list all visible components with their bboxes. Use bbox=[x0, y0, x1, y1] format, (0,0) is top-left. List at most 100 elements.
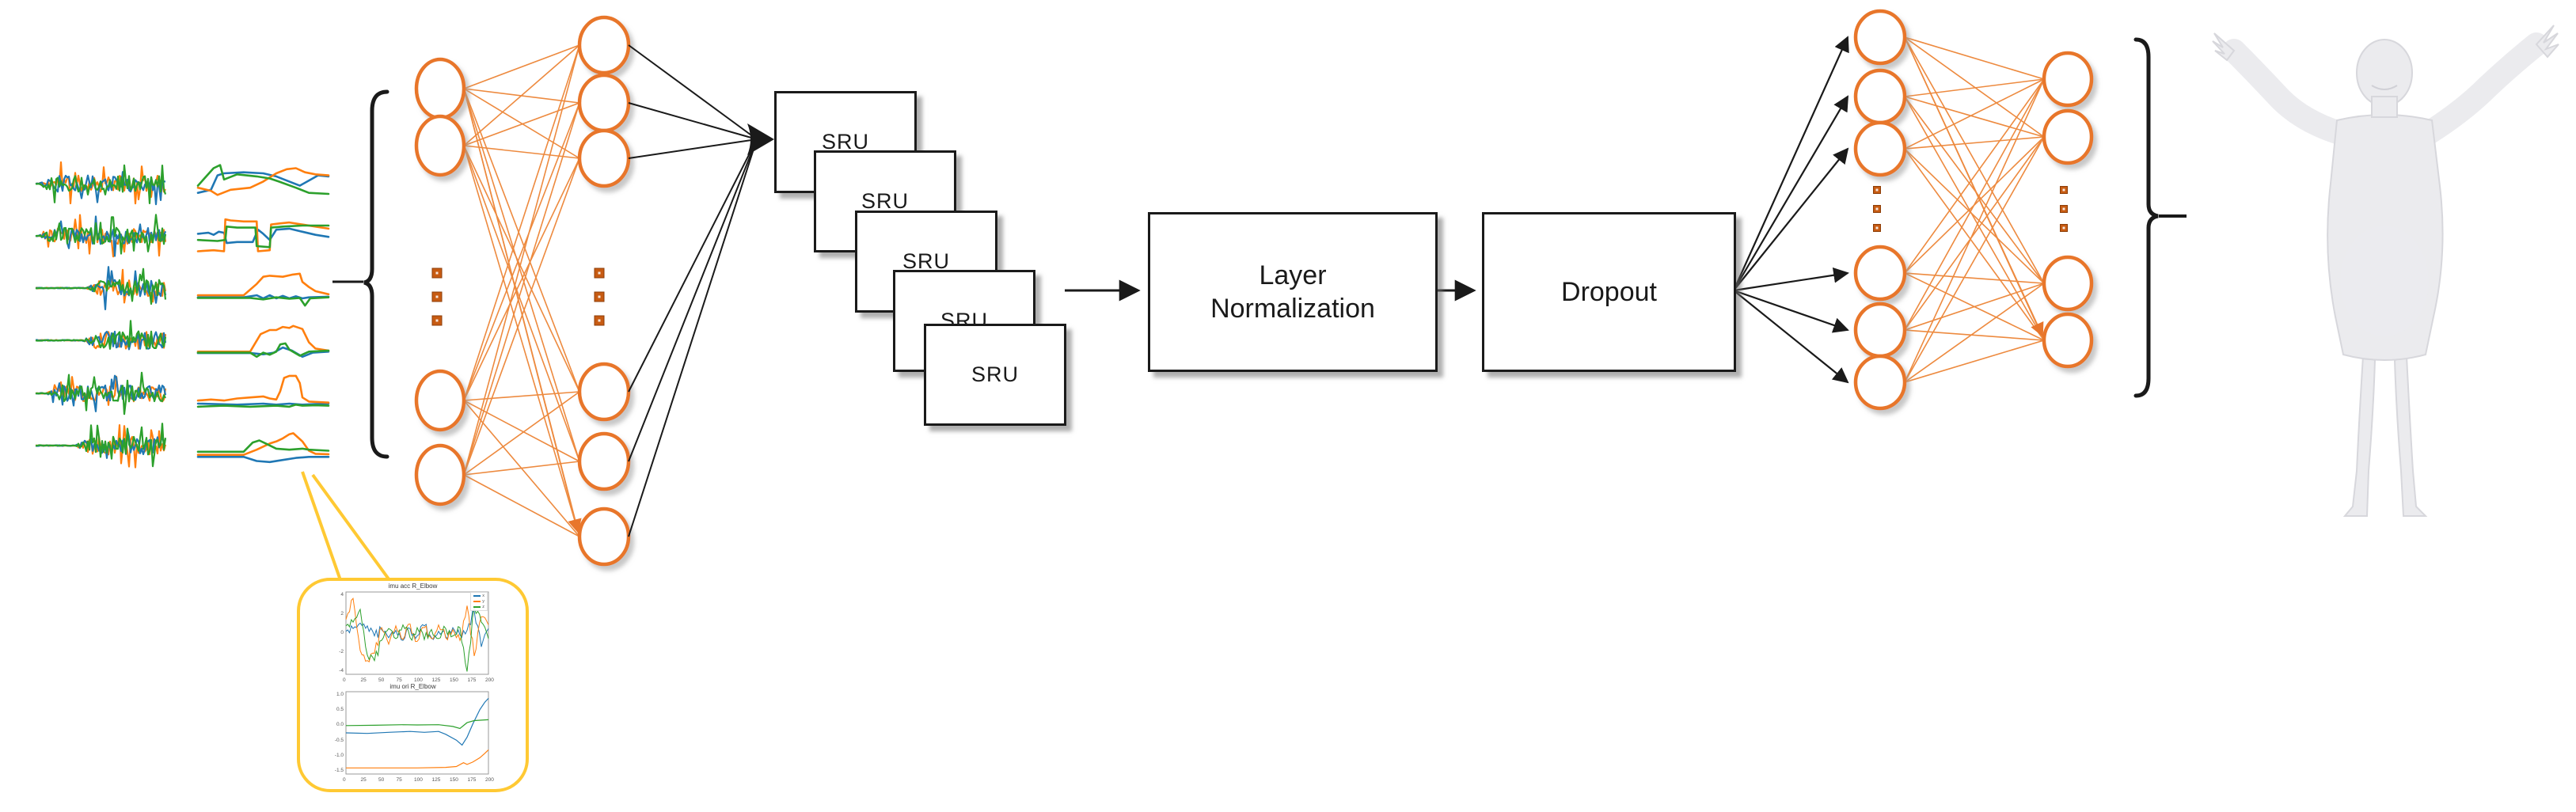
network2-layer2-node bbox=[2042, 312, 2094, 369]
dropout-label: Dropout bbox=[1561, 276, 1657, 307]
x-tick-label: 25 bbox=[360, 677, 367, 683]
network2-edge bbox=[1904, 96, 2045, 284]
sru-input-arrowhead bbox=[747, 123, 774, 155]
network1-edge bbox=[463, 157, 580, 401]
network2-edge bbox=[1904, 36, 2045, 138]
smooth-signal-row-6 bbox=[196, 455, 330, 464]
smooth-signal-row-4 bbox=[196, 342, 330, 359]
network2-edge bbox=[1904, 136, 2045, 150]
smooth-signal-row-3 bbox=[196, 272, 330, 297]
legend-label: x bbox=[482, 594, 484, 598]
network1-layer2-node bbox=[577, 128, 631, 188]
x-tick-label: 25 bbox=[360, 777, 367, 783]
network2-edge bbox=[1904, 329, 2045, 341]
ori-plot-title: imu ori R_Elbow bbox=[389, 683, 436, 690]
noisy-signal-row-5 bbox=[35, 371, 166, 415]
input-signal-plots bbox=[35, 161, 330, 469]
network2-layer2-ellipsis-dot-core bbox=[2062, 226, 2065, 230]
smooth-signal-row-4 bbox=[196, 346, 330, 359]
x-tick-label: 125 bbox=[431, 777, 441, 783]
network2-layer2-node bbox=[2042, 108, 2094, 165]
network1-layer1-node bbox=[414, 114, 466, 177]
legend-label: z bbox=[482, 605, 484, 609]
network2-edge bbox=[1904, 283, 2045, 383]
network1-edge bbox=[463, 145, 580, 393]
dropout-to-network2-arrow bbox=[1733, 95, 1849, 291]
network1-layer1-ellipsis-dot-core bbox=[435, 271, 439, 275]
acc-series-y bbox=[345, 597, 489, 663]
y-tick-label: -0.5 bbox=[334, 737, 344, 743]
y-tick-label: 0 bbox=[340, 630, 344, 636]
network2-layer1-node bbox=[1853, 9, 1907, 66]
sru-label: SRU bbox=[821, 130, 869, 154]
network1-to-sru-line bbox=[628, 138, 758, 393]
network1-edge bbox=[463, 44, 580, 146]
legend-swatch bbox=[473, 601, 481, 602]
dropout-to-network2-arrow bbox=[1733, 289, 1849, 333]
acc-plot-canvas bbox=[345, 591, 489, 775]
dropout-to-network2-arrow bbox=[1733, 290, 1849, 384]
network2-edge bbox=[1904, 96, 2045, 341]
network1-edge bbox=[463, 145, 580, 159]
network1-edge bbox=[463, 102, 580, 401]
network1-edge bbox=[463, 88, 580, 462]
network2-edge bbox=[1904, 78, 2045, 150]
network2-edge bbox=[1904, 272, 2045, 284]
legend-swatch bbox=[473, 606, 481, 608]
smooth-signal-row-3 bbox=[196, 296, 330, 307]
y-tick-label: -1.0 bbox=[334, 752, 344, 758]
network1-layer2-node bbox=[577, 431, 631, 491]
x-tick-label: 0 bbox=[343, 677, 346, 683]
network1-edge bbox=[463, 157, 580, 476]
dropout-to-network2-arrow bbox=[1733, 147, 1849, 291]
x-tick-label: 200 bbox=[485, 677, 494, 683]
network1-edge bbox=[463, 474, 580, 537]
network1-edge bbox=[463, 400, 580, 462]
x-tick-label: 100 bbox=[414, 777, 423, 783]
network2-layer2-ellipsis-dot-core bbox=[2062, 207, 2065, 211]
network2-layer1-ellipsis-dot-core bbox=[1875, 188, 1879, 192]
network2-layer2-node bbox=[2042, 51, 2094, 108]
y-tick-label: 2 bbox=[340, 611, 344, 617]
network2-edge bbox=[1904, 283, 2045, 331]
ori-plot-frame bbox=[345, 691, 489, 775]
layer-normalization-block: Layer Normalization bbox=[1148, 212, 1438, 372]
legend-entry: x bbox=[473, 594, 484, 598]
network1-layer1-ellipsis-dot-core bbox=[435, 295, 439, 298]
smooth-signal-row-1 bbox=[196, 164, 330, 195]
x-tick-label: 125 bbox=[431, 677, 441, 683]
legend-label: y bbox=[482, 599, 484, 604]
network1-to-sru-line bbox=[628, 138, 758, 159]
smooth-signal-row-2 bbox=[196, 224, 330, 249]
network2-layer2-node bbox=[2042, 255, 2094, 312]
layer-normalization-label: Layer Normalization bbox=[1210, 260, 1375, 324]
network1-edge-arrow bbox=[463, 88, 582, 533]
network1-to-sru-line bbox=[628, 138, 758, 537]
network2-edge bbox=[1904, 136, 2045, 383]
network2-edge bbox=[1904, 36, 2045, 284]
x-tick-label: 50 bbox=[378, 777, 385, 783]
ori-series-y bbox=[346, 749, 489, 768]
x-tick-label: 100 bbox=[414, 677, 423, 683]
sru-label: SRU bbox=[902, 249, 950, 273]
network1-layer1-node bbox=[414, 369, 466, 432]
y-tick-label: 4 bbox=[340, 592, 344, 598]
noisy-signal-row-2 bbox=[35, 214, 167, 255]
network2-layer2-ellipsis-dot-core bbox=[2062, 188, 2065, 192]
network2-layer1-node bbox=[1853, 245, 1907, 302]
dropout-to-network2-arrow bbox=[1733, 267, 1849, 292]
callout-pointer-lines bbox=[301, 471, 391, 582]
network2-edge-arrow bbox=[1904, 36, 2044, 337]
noisy-signal-row-5 bbox=[35, 374, 167, 412]
network1-to-sru-line bbox=[628, 138, 758, 462]
output-group-brace bbox=[2133, 37, 2159, 398]
network1-edge bbox=[463, 44, 580, 401]
sru-label: SRU bbox=[861, 189, 909, 213]
body-mesh-figure bbox=[2212, 25, 2559, 517]
network2-layer1-node bbox=[1853, 302, 1907, 359]
ori-series-z bbox=[345, 719, 489, 730]
smooth-signal-row-4 bbox=[196, 324, 330, 353]
network2-edge bbox=[1904, 36, 2045, 80]
